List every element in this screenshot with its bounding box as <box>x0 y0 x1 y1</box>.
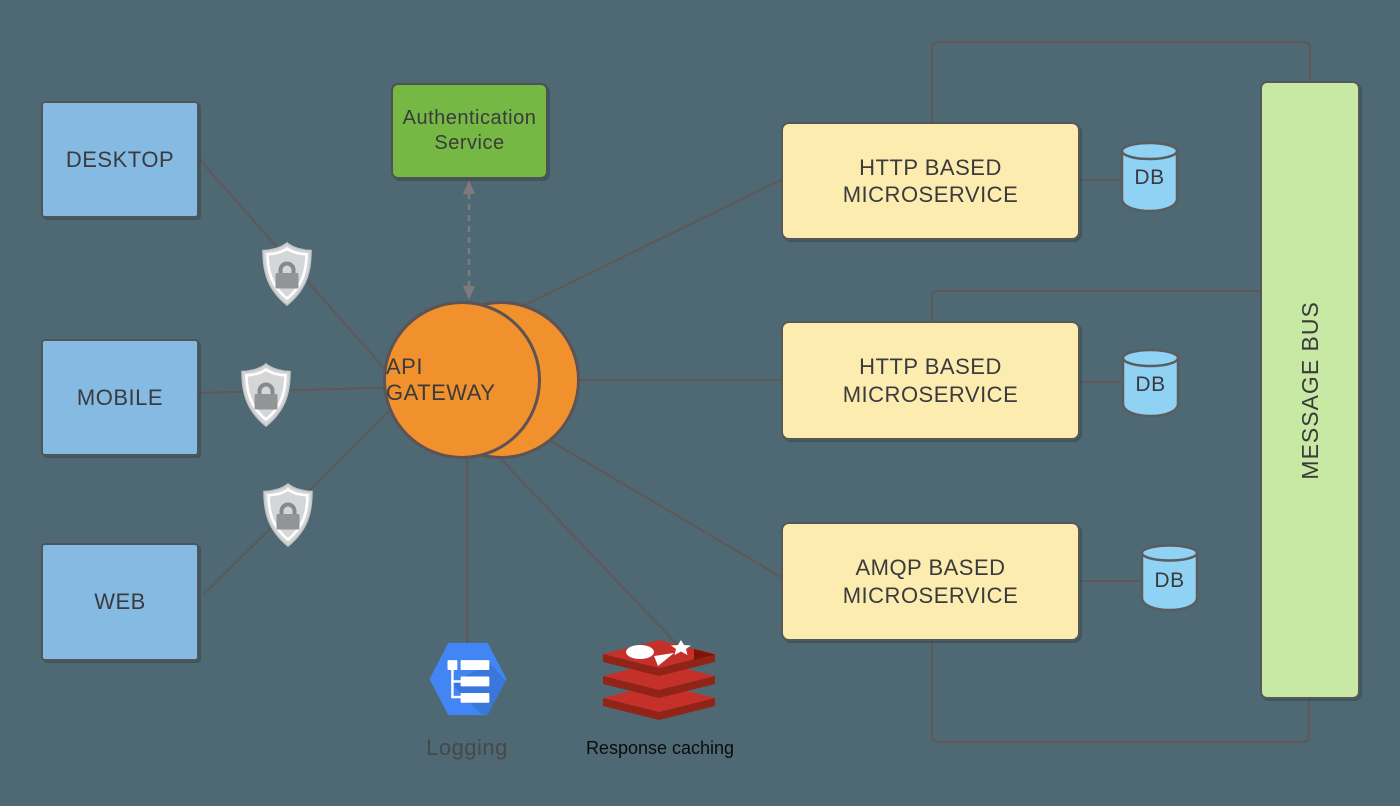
lock-shield-icon <box>263 483 313 547</box>
logging-node[interactable] <box>427 637 509 721</box>
client-node-web[interactable]: WEB <box>41 543 199 661</box>
http-service-1-label: HTTP BASED MICROSERVICE <box>842 154 1019 208</box>
auth-service-node[interactable]: Authentication Service <box>391 83 548 179</box>
db-node-3[interactable]: DB <box>1139 543 1200 612</box>
lock-shield-icon <box>262 242 312 306</box>
db-node-2[interactable]: DB <box>1120 347 1181 418</box>
db-3-label: DB <box>1154 569 1185 592</box>
desktop-label: DESKTOP <box>65 146 175 172</box>
edge-http1-bus <box>931 41 1311 122</box>
auth-service-label: Authentication Service <box>402 107 537 154</box>
service-node-http-1[interactable]: HTTP BASED MICROSERVICE <box>781 122 1080 240</box>
http-service-2-label: HTTP BASED MICROSERVICE <box>842 354 1019 407</box>
edge-http2-bus <box>931 290 1261 321</box>
logging-hexagon-icon <box>429 642 507 716</box>
mobile-label: MOBILE <box>76 384 164 410</box>
service-node-http-2[interactable]: HTTP BASED MICROSERVICE <box>781 321 1080 440</box>
db-2-label: DB <box>1135 373 1166 396</box>
web-label: WEB <box>94 589 146 615</box>
edge-gateway-auth <box>463 180 475 300</box>
arrowhead-up <box>463 180 475 194</box>
lock-shield-icon <box>241 363 291 427</box>
amqp-service-label: AMQP BASED MICROSERVICE <box>842 555 1019 608</box>
response-caching-caption: Response caching <box>585 738 735 758</box>
edge-amqp-bus <box>931 641 1310 743</box>
client-node-mobile[interactable]: MOBILE <box>41 339 199 456</box>
client-node-desktop[interactable]: DESKTOP <box>41 101 199 218</box>
arrowhead-down <box>463 286 475 300</box>
response-caching-node[interactable] <box>597 640 721 726</box>
message-bus-label: MESSAGE BUS <box>1296 300 1323 480</box>
redis-icon <box>603 640 715 720</box>
api-gateway-label: API GATEWAY <box>386 354 496 405</box>
db-node-1[interactable]: DB <box>1119 140 1180 213</box>
api-gateway-node[interactable]: API GATEWAY <box>383 301 580 459</box>
database-cylinder-icon <box>1140 544 1199 612</box>
database-cylinder-icon <box>1120 141 1179 213</box>
gateway-front-circle: API GATEWAY <box>383 301 541 459</box>
message-bus-node[interactable]: MESSAGE BUS <box>1260 81 1360 699</box>
db-1-label: DB <box>1134 166 1165 189</box>
logging-caption: Logging <box>426 735 508 760</box>
database-cylinder-icon <box>1121 348 1180 418</box>
service-node-amqp[interactable]: AMQP BASED MICROSERVICE <box>781 522 1080 641</box>
